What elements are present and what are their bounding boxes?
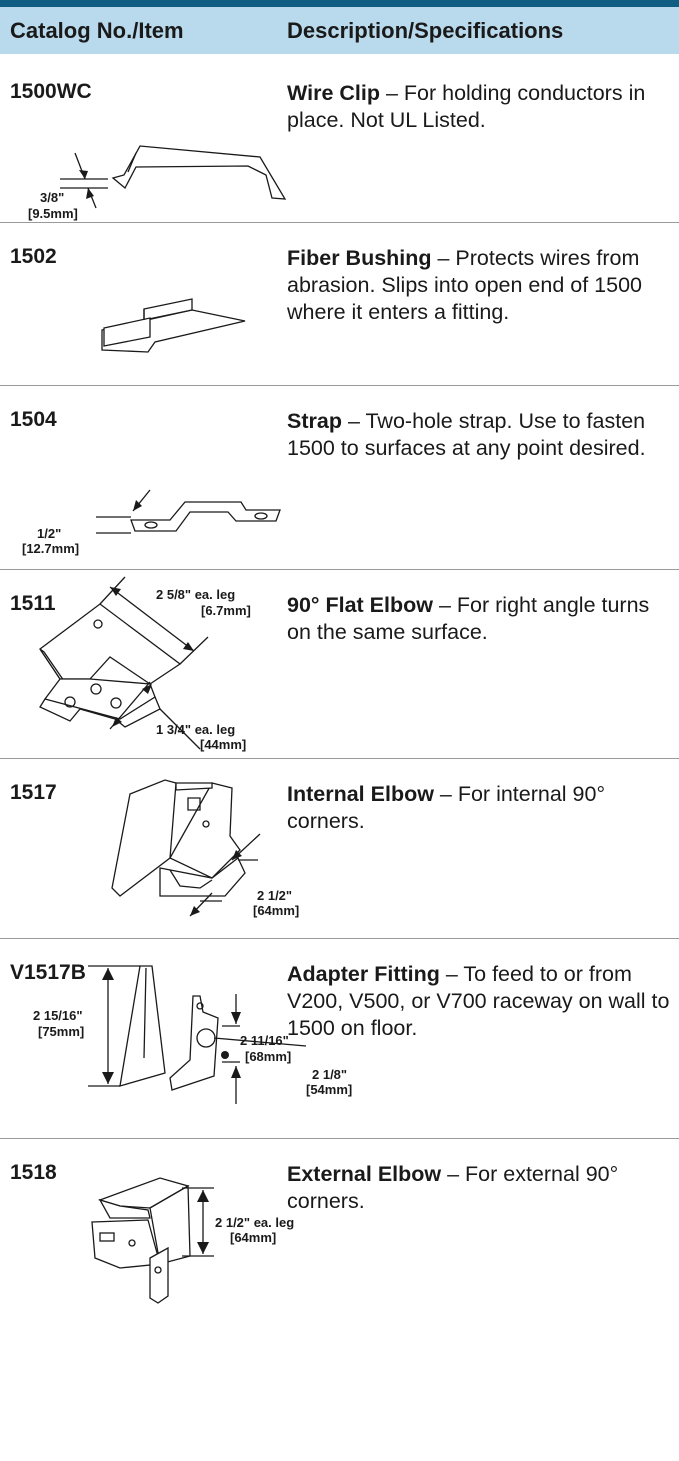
strap-drawing: 1/2" [12.7mm]	[22, 489, 281, 556]
item-specs: – For external 90° corners.	[287, 1162, 619, 1213]
dim-label: [9.5mm]	[28, 206, 78, 221]
table-row: 1500WC Wire Clip – For holding conductor…	[0, 57, 679, 223]
catalog-number: 1517	[10, 781, 57, 804]
item-description: 90° Flat Elbow – For right angle turns o…	[287, 592, 677, 646]
top-accent-bar	[0, 0, 679, 7]
table-row: V1517B Adapter Fitting – To feed to or f…	[0, 938, 679, 1139]
dim-label: [68mm]	[245, 1049, 291, 1064]
item-description: External Elbow – For external 90° corner…	[287, 1161, 677, 1215]
item-specs: – For holding conductors in place. Not U…	[287, 81, 646, 132]
dim-label: [64mm]	[230, 1230, 276, 1245]
item-description: Internal Elbow – For internal 90° corner…	[287, 781, 677, 835]
item-description: Wire Clip – For holding conductors in pl…	[287, 80, 677, 134]
adapter-fitting-drawing: 2 15/16" [75mm] 2 11/16" [68mm] 2 1/8" […	[33, 965, 352, 1104]
dim-label: 2 1/2" ea. leg	[215, 1215, 294, 1230]
item-description: Strap – Two-hole strap. Use to fasten 15…	[287, 408, 677, 462]
item-specs: – Protects wires from abrasion. Slips in…	[287, 246, 643, 324]
item-specs: – Two-hole strap. Use to fasten 1500 to …	[287, 409, 646, 460]
dim-label: [64mm]	[253, 903, 299, 918]
catalog-number: 1518	[10, 1161, 57, 1184]
dim-label: 3/8"	[40, 190, 64, 205]
item-description: Adapter Fitting – To feed to or from V20…	[287, 961, 677, 1042]
catalog-number: V1517B	[10, 961, 86, 984]
fiber-bushing-drawing	[101, 298, 246, 353]
dim-label: [44mm]	[200, 737, 246, 752]
column-header-description: Description/Specifications	[287, 18, 564, 43]
item-specs: – To feed to or from V200, V500, or V700…	[287, 962, 670, 1040]
table-row: 1502 Fiber Bushing – Protects wires from…	[0, 222, 679, 386]
catalog-number: 1511	[10, 592, 56, 615]
dim-label: 2 1/2"	[257, 888, 292, 903]
item-specs: – For internal 90° corners.	[287, 782, 606, 833]
item-name: Strap	[287, 409, 342, 433]
item-name: Fiber Bushing	[287, 246, 432, 270]
table-row: 1518 External Elbow – For external 90° c…	[0, 1138, 679, 1461]
item-name: 90° Flat Elbow	[287, 593, 433, 617]
dim-label: [6.7mm]	[201, 603, 251, 618]
catalog-number: 1502	[10, 245, 57, 268]
flat-elbow-drawing: 2 5/8" ea. leg [6.7mm] 1 3/4" ea. leg [4…	[39, 576, 251, 752]
dim-label: 2 15/16"	[33, 1008, 83, 1023]
dim-label: [54mm]	[306, 1082, 352, 1097]
item-name: External Elbow	[287, 1162, 442, 1186]
catalog-number: 1500WC	[10, 80, 92, 103]
dim-label: 2 11/16"	[240, 1033, 289, 1048]
item-name: Wire Clip	[287, 81, 380, 105]
table-header: Catalog No./Item Description/Specificati…	[0, 7, 679, 57]
internal-elbow-drawing: 2 1/2" [64mm]	[111, 779, 299, 918]
item-specs: – For right angle turns on the same surf…	[287, 593, 650, 644]
table-row: 1504 Strap – Two-hole strap. Use to fast…	[0, 385, 679, 570]
external-elbow-drawing: 2 1/2" ea. leg [64mm]	[91, 1177, 294, 1304]
column-header-catalog: Catalog No./Item	[10, 18, 184, 43]
dim-label: 1/2"	[37, 526, 61, 541]
item-description: Fiber Bushing – Protects wires from abra…	[287, 245, 677, 326]
item-name: Adapter Fitting	[287, 962, 440, 986]
dim-label: [75mm]	[38, 1024, 84, 1039]
item-name: Internal Elbow	[287, 782, 434, 806]
wire-clip-drawing: 3/8" [9.5mm]	[28, 145, 287, 221]
dim-label: 2 5/8" ea. leg	[156, 587, 235, 602]
dim-label: 1 3/4" ea. leg	[156, 722, 235, 737]
catalog-number: 1504	[10, 408, 57, 431]
dim-label: 2 1/8"	[312, 1067, 347, 1082]
table-row: 1511 90° Flat Elbow – For right angle tu…	[0, 569, 679, 759]
dim-label: [12.7mm]	[22, 541, 79, 556]
table-row: 1517 Internal Elbow – For internal 90° c…	[0, 758, 679, 939]
